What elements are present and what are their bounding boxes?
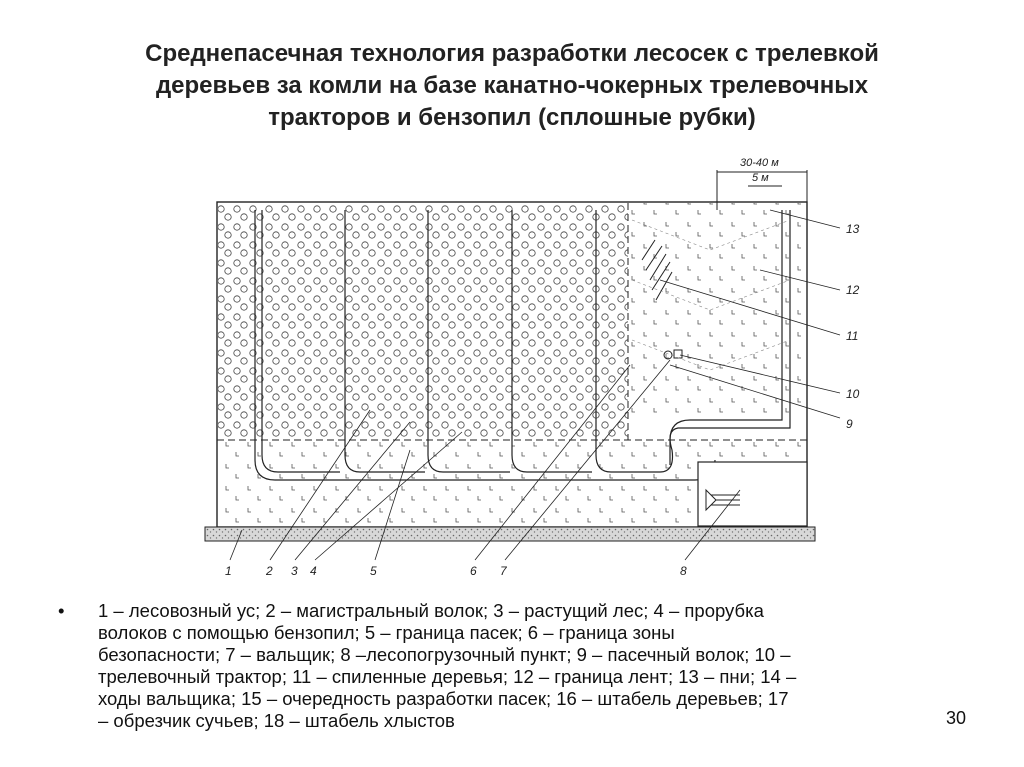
felled-trees xyxy=(641,239,683,360)
loading-point xyxy=(697,461,808,527)
legend-bullet: • xyxy=(58,600,65,621)
legend-text: 1 – лесовозный ус; 2 – магистральный вол… xyxy=(98,600,968,732)
callout-7: 7 xyxy=(500,564,508,578)
callout-8: 8 xyxy=(680,564,687,578)
title-line-1: Среднепасечная технология разработки лес… xyxy=(145,40,879,67)
logging-road xyxy=(204,526,816,542)
dim-outer-label: 30-40 м xyxy=(740,157,779,169)
callout-3: 3 xyxy=(291,564,298,578)
forest-area xyxy=(218,203,628,438)
title-line-2: деревьев за комли на базе канатно-чокерн… xyxy=(155,72,869,99)
callout-11: 11 xyxy=(846,329,858,343)
legend-line-5: ходы вальщика; 15 – очередность разработ… xyxy=(98,688,789,709)
bottom-callout-leaders xyxy=(229,359,741,561)
callout-6: 6 xyxy=(470,564,477,578)
dim-inner-label: 5 м xyxy=(752,172,769,184)
callout-4: 4 xyxy=(310,564,317,578)
callout-10: 10 xyxy=(846,387,860,401)
title-line-3: тракторов и бензопил (сплошные рубки) xyxy=(268,104,756,131)
callout-5: 5 xyxy=(370,564,377,578)
strip-boundaries xyxy=(631,219,791,371)
page-number: 30 xyxy=(945,708,966,728)
callout-9: 9 xyxy=(846,417,853,431)
legend-line-6: – обрезчик сучьев; 18 – штабель хлыстов xyxy=(98,710,455,731)
legend-line-2: волоков с помощью бензопил; 5 – граница … xyxy=(98,622,675,643)
stump-area xyxy=(630,203,806,413)
dimension-marks xyxy=(716,170,808,210)
callout-13: 13 xyxy=(846,222,860,236)
logging-site-diagram: 30-40 м 5 м 13 12 11 10 9 1 2 3 4 5 6 7 … xyxy=(204,157,860,578)
log-stack xyxy=(705,488,740,512)
right-callout-leaders xyxy=(659,209,841,419)
legend-line-4: трелевочный трактор; 11 – спиленные дере… xyxy=(98,666,797,687)
slide-title: Среднепасечная технология разработки лес… xyxy=(60,38,964,134)
callout-12: 12 xyxy=(846,283,860,297)
legend-line-1: 1 – лесовозный ус; 2 – магистральный вол… xyxy=(98,600,764,621)
legend-line-3: безопасности; 7 – вальщик; 8 –лесопогруз… xyxy=(98,644,791,665)
callout-1: 1 xyxy=(225,564,232,578)
callout-2: 2 xyxy=(265,564,273,578)
